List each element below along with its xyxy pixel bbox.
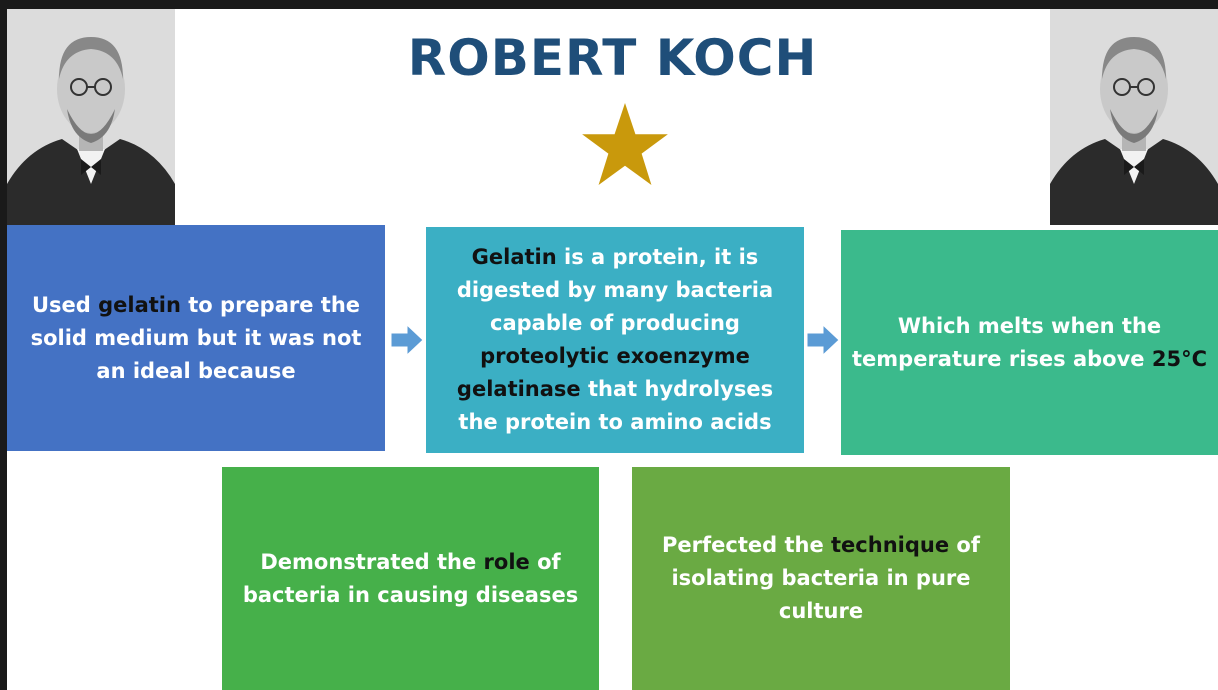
info-box-gelatin-protein: Gelatin is a protein, it is digested by … [426, 227, 804, 453]
star-icon [579, 103, 671, 187]
info-box-text: Demonstrated the role of bacteria in cau… [232, 546, 589, 612]
right-arrow-icon [390, 323, 424, 357]
highlight-term: gelatin [98, 293, 181, 317]
info-box-text: Which melts when the temperature rises a… [851, 310, 1208, 376]
highlight-term: role [484, 550, 530, 574]
info-box-melting-point: Which melts when the temperature rises a… [841, 230, 1218, 455]
info-box-text: Used gelatin to prepare the solid medium… [17, 289, 375, 388]
right-arrow-icon [806, 323, 840, 357]
highlight-term: 25°C [1152, 347, 1207, 371]
info-box-text: Gelatin is a protein, it is digested by … [436, 241, 794, 439]
info-box-pure-culture: Perfected the technique of isolating bac… [632, 467, 1010, 690]
highlight-term: technique [831, 533, 949, 557]
info-box-gelatin-usage: Used gelatin to prepare the solid medium… [7, 225, 385, 451]
slide-title: ROBERT KOCH [7, 29, 1218, 87]
info-box-text: Perfected the technique of isolating bac… [642, 529, 1000, 628]
highlight-term: Gelatin [472, 245, 557, 269]
info-box-role-of-bacteria: Demonstrated the role of bacteria in cau… [222, 467, 599, 690]
slide: ROBERT KOCH Used gelatin to prepare the … [7, 9, 1218, 690]
